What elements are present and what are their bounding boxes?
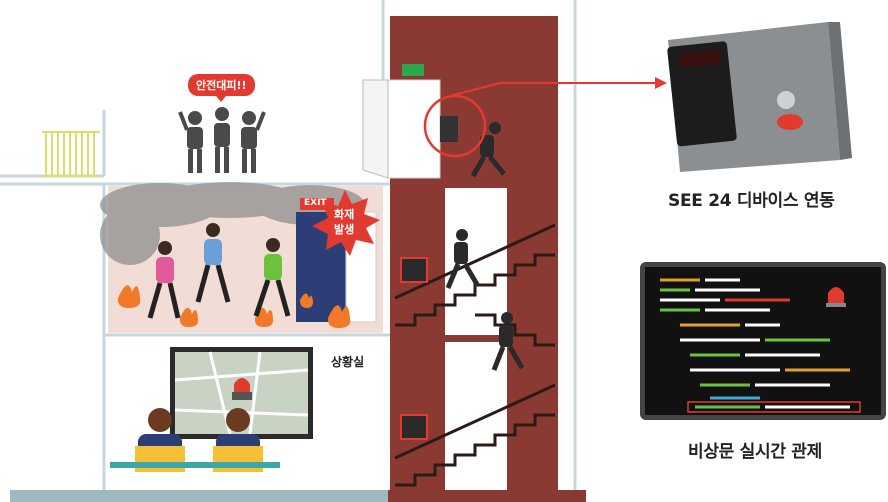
rooftop-people xyxy=(178,107,266,173)
wall-device-2 xyxy=(400,257,428,283)
see24-device xyxy=(667,22,852,172)
ground xyxy=(10,490,388,502)
door-device xyxy=(440,116,458,142)
connector-arrow xyxy=(449,82,655,97)
wall-device-1 xyxy=(400,414,428,440)
device-link-caption: SEE 24 디바이스 연동 xyxy=(668,191,835,211)
stair-runners xyxy=(445,229,525,371)
flames xyxy=(117,285,351,328)
green-exit-sign xyxy=(402,64,424,76)
realtime-control-caption: 비상문 실시간 관제 xyxy=(688,442,822,462)
operators xyxy=(110,408,280,472)
stairs xyxy=(394,223,556,487)
control-room-label: 상황실 xyxy=(331,355,365,369)
fire-outbreak-label-line2: 발생 xyxy=(334,223,355,236)
highlight-circle xyxy=(423,94,487,158)
fire-outbreak-label-line1: 화재 xyxy=(334,208,355,221)
balcony-railing xyxy=(42,131,100,177)
door-runner xyxy=(470,122,506,178)
evacuees xyxy=(147,223,291,319)
emergency-door-open-leaf xyxy=(362,79,389,179)
ground-stair xyxy=(388,490,586,502)
terminal-monitor xyxy=(640,262,886,420)
evacuate-bubble: 안전대피!! xyxy=(188,74,255,102)
fire-burst xyxy=(312,190,380,256)
exit-sign-label: EXIT xyxy=(304,198,327,208)
siren-icon xyxy=(232,378,252,400)
arrow-head xyxy=(655,77,667,89)
emergency-door xyxy=(387,79,441,179)
